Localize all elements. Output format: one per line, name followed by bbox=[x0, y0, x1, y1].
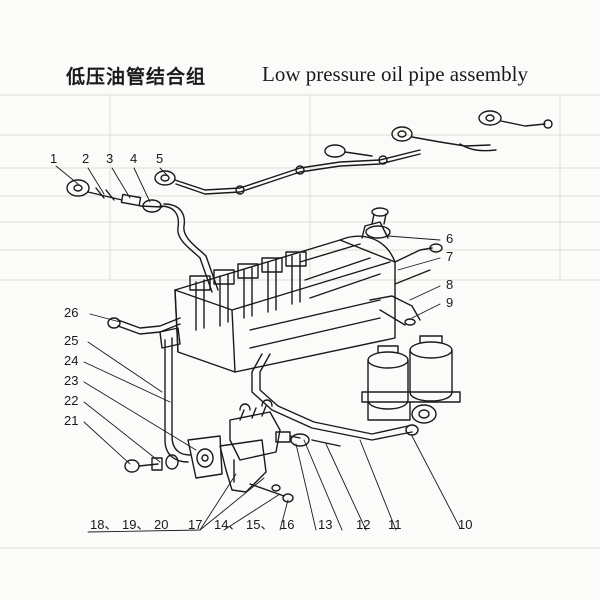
callout-18: 18、 bbox=[90, 517, 118, 532]
injection-pump-body bbox=[174, 207, 396, 373]
leader-lines bbox=[55, 165, 461, 533]
callout-12: 12 bbox=[356, 517, 371, 532]
callout-4: 4 bbox=[130, 151, 138, 166]
control-levers bbox=[369, 243, 443, 326]
callout-25: 25 bbox=[64, 333, 79, 348]
callout-13: 13 bbox=[318, 517, 333, 532]
oil-filter-pair bbox=[361, 335, 461, 424]
transfer-pump-bracket bbox=[187, 399, 301, 503]
callout-24: 24 bbox=[64, 353, 79, 368]
filter-return-pipe bbox=[251, 353, 419, 447]
callout-3: 3 bbox=[106, 151, 114, 166]
fuel-pipe-upper-left bbox=[66, 179, 219, 293]
title-chinese: 低压油管结合组 bbox=[66, 66, 207, 88]
callout-23: 23 bbox=[64, 373, 79, 388]
callout-17: 17 bbox=[188, 517, 203, 532]
callout-1: 1 bbox=[50, 151, 58, 166]
callout-19: 19、 bbox=[122, 517, 150, 532]
callout-14: 14、 bbox=[214, 517, 242, 532]
title-english: Low pressure oil pipe assembly bbox=[262, 62, 528, 86]
callout-26: 26 bbox=[64, 305, 79, 320]
callout-21: 21 bbox=[64, 413, 79, 428]
callout-6: 6 bbox=[446, 231, 454, 246]
callout-15: 15、 bbox=[246, 517, 274, 532]
callout-9: 9 bbox=[446, 295, 454, 310]
callout-7: 7 bbox=[446, 249, 454, 264]
callout-20: 20 bbox=[154, 517, 169, 532]
left-vertical-pipe bbox=[107, 317, 191, 473]
callout-16: 16 bbox=[280, 517, 295, 532]
callout-11: 11 bbox=[388, 517, 402, 532]
callout-5: 5 bbox=[156, 151, 164, 166]
callout-10: 10 bbox=[458, 517, 473, 532]
callout-8: 8 bbox=[446, 277, 454, 292]
fuel-pipe-upper-middle bbox=[154, 144, 421, 195]
callout-22: 22 bbox=[64, 393, 79, 408]
fuel-pipe-upper-right bbox=[391, 110, 553, 152]
callout-2: 2 bbox=[82, 151, 90, 166]
